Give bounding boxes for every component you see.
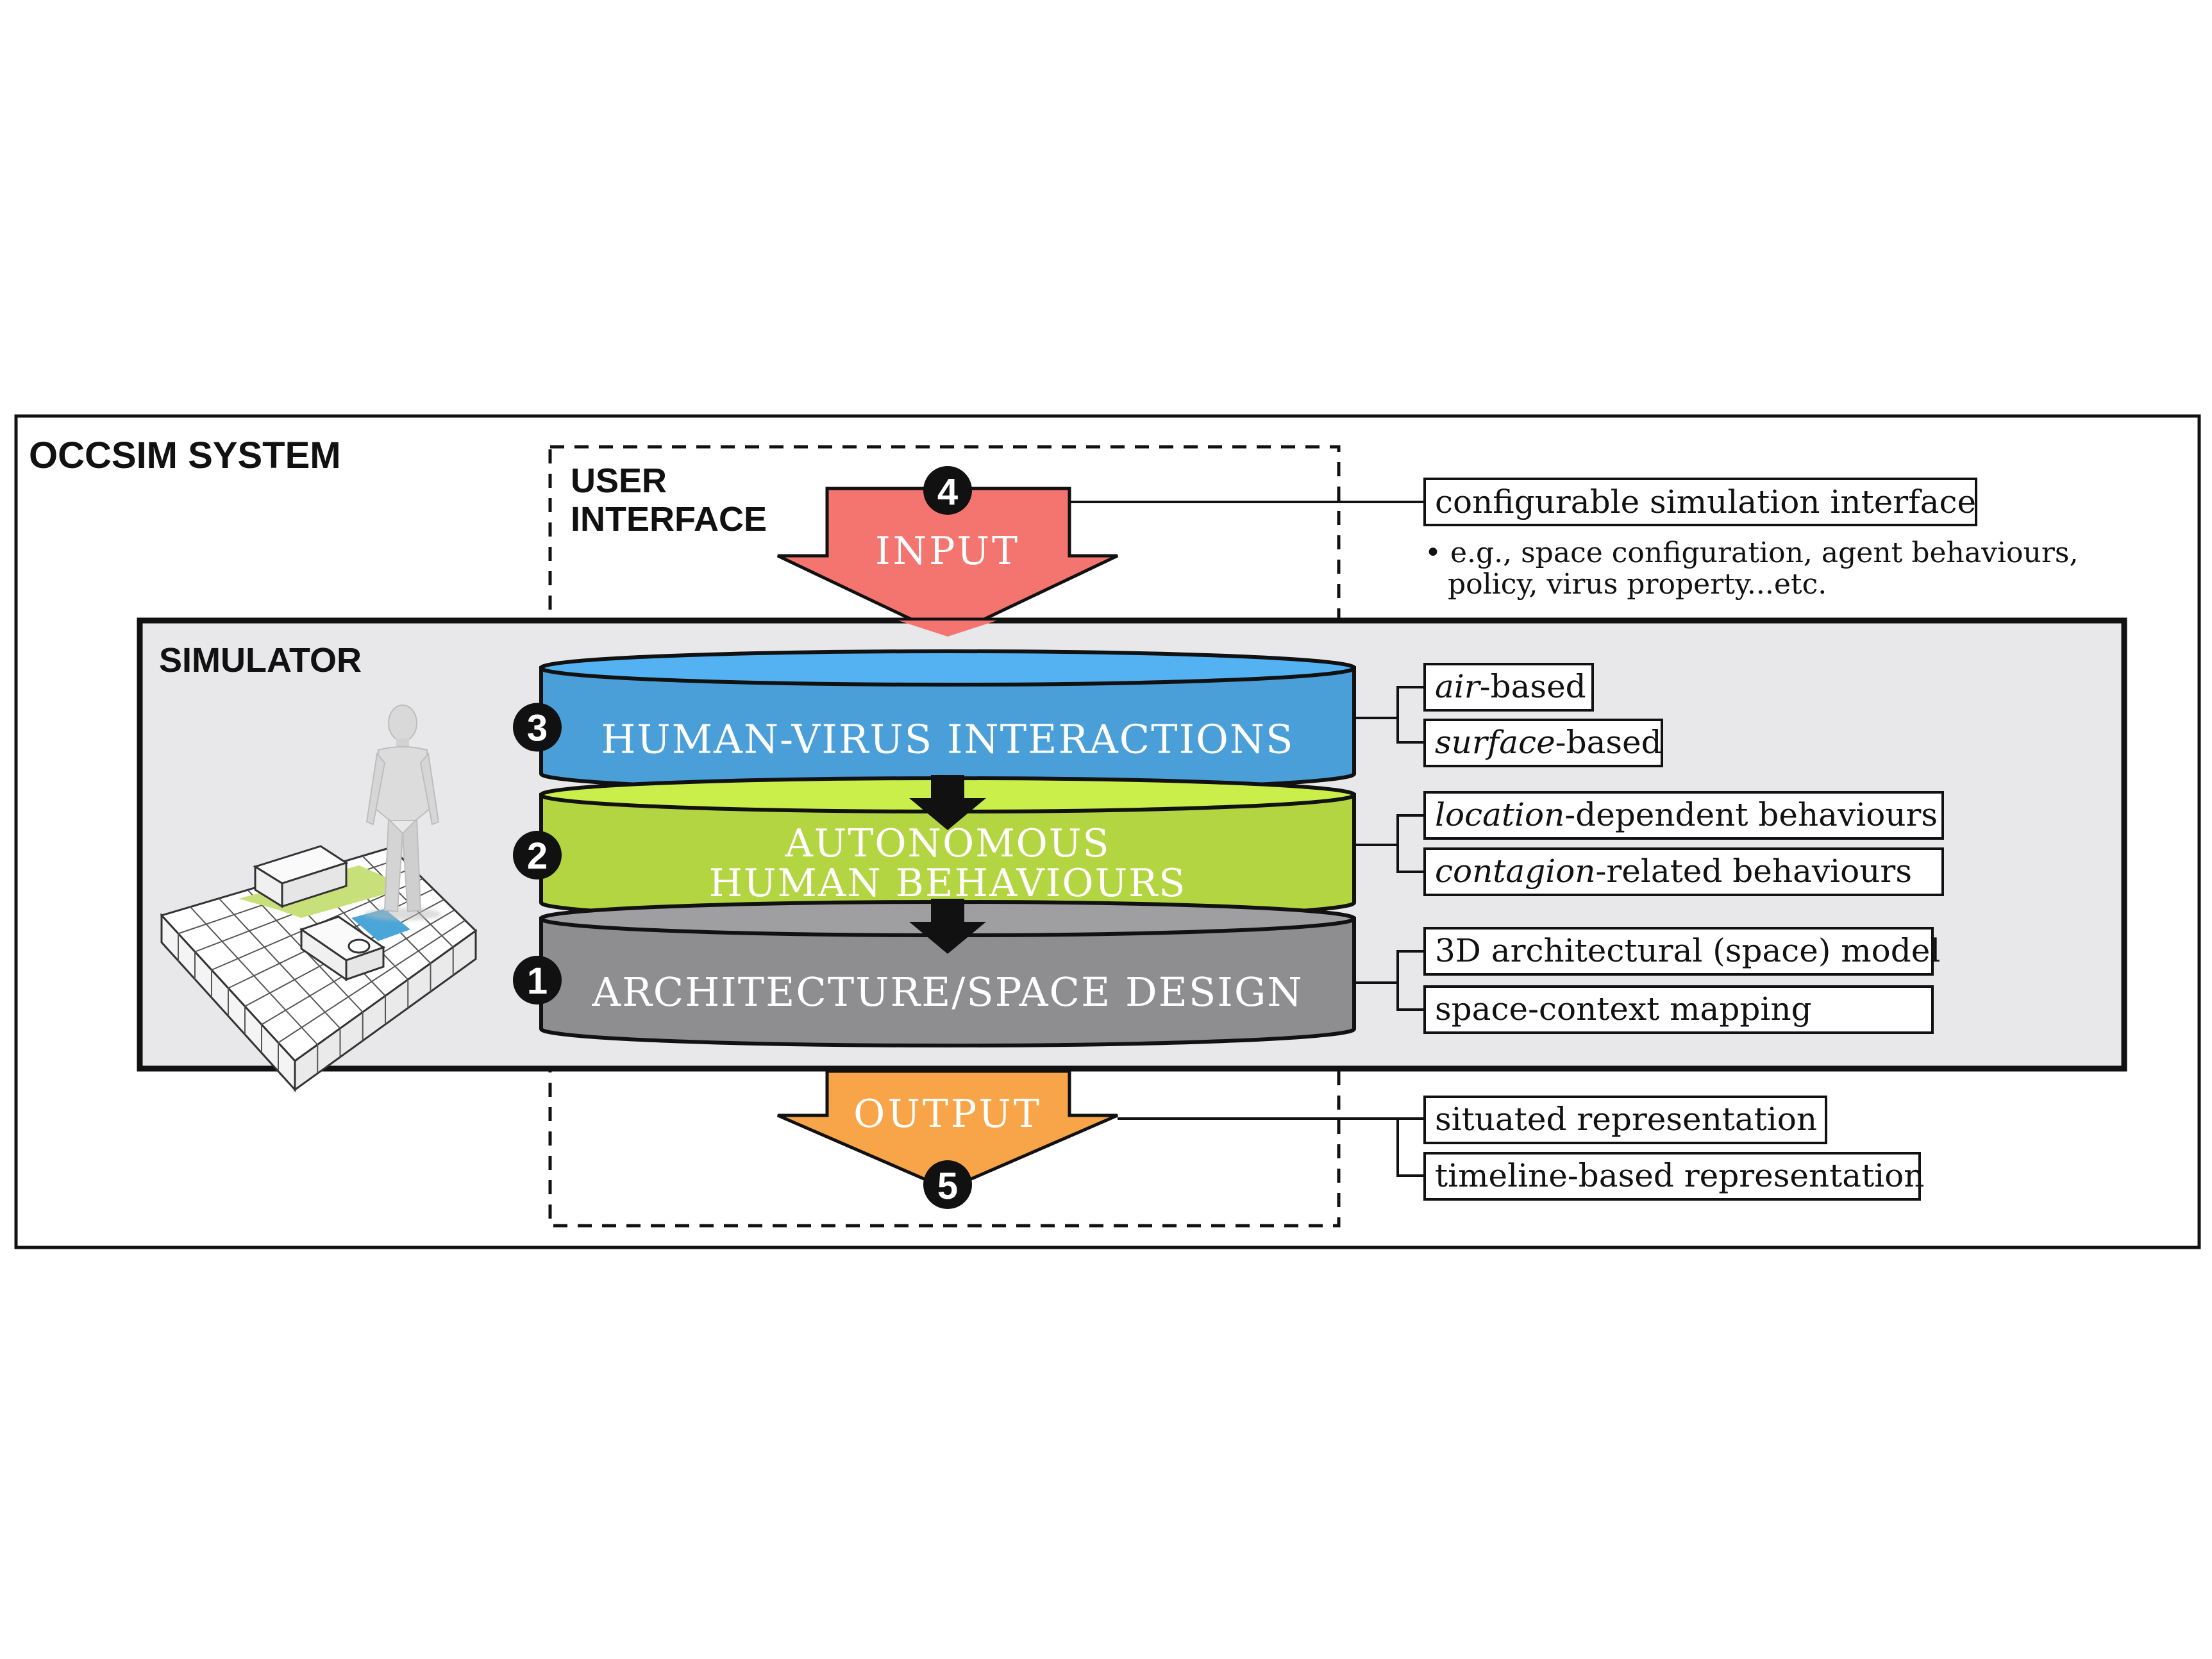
location-dependent-label: location-dependent behaviours bbox=[1423, 791, 1944, 840]
layer-1: ARCHITECTURE/SPACE DESIGN bbox=[539, 900, 1356, 1047]
svg-text:contagion-related behaviours: contagion-related behaviours bbox=[1435, 853, 1912, 890]
output-number-badge: 5 bbox=[923, 1160, 972, 1209]
svg-text:3: 3 bbox=[527, 708, 548, 749]
svg-text:5: 5 bbox=[937, 1165, 958, 1207]
human-figure bbox=[364, 704, 441, 921]
svg-text:space-context mapping: space-context mapping bbox=[1435, 990, 1812, 1028]
svg-text:1: 1 bbox=[527, 960, 548, 1002]
user-interface-label-line1: USER bbox=[571, 462, 667, 500]
label-connectors bbox=[1069, 501, 1425, 1177]
input-note-box bbox=[1423, 478, 1977, 526]
simulator-label: SIMULATOR bbox=[159, 641, 362, 679]
input-note-text: configurable simulation interface bbox=[1435, 483, 1976, 521]
layer-flow-arrow-1 bbox=[909, 775, 986, 830]
user-interface-label-line2: INTERFACE bbox=[571, 500, 767, 538]
input-note-bullet-line1: • e.g., space configuration, agent behav… bbox=[1425, 537, 2078, 569]
air-based-label: air-based bbox=[1423, 663, 1594, 712]
architecture-model-illustration bbox=[160, 704, 478, 1092]
output-label: OUTPUT bbox=[853, 1092, 1042, 1137]
input-label: INPUT bbox=[875, 529, 1020, 574]
layer-3-number-badge: 3 bbox=[513, 703, 562, 752]
layer-2-title-line2: HUMAN BEHAVIOURS bbox=[709, 861, 1187, 906]
contagion-related-label: contagion-related behaviours bbox=[1423, 847, 1944, 896]
situated-representation-label: situated representation bbox=[1423, 1096, 1827, 1144]
svg-text:4: 4 bbox=[937, 471, 958, 513]
space-context-mapping-label: space-context mapping bbox=[1423, 985, 1934, 1034]
layer-3: HUMAN-VIRUS INTERACTIONS bbox=[539, 649, 1356, 792]
layer-2-number-badge: 2 bbox=[513, 831, 562, 880]
input-arrow: INPUT bbox=[776, 487, 1119, 638]
input-note-bullet-line2: policy, virus property...etc. bbox=[1448, 568, 1827, 601]
surface-based-label: surface-based bbox=[1423, 719, 1663, 767]
system-title: OCCSIM SYSTEM bbox=[29, 435, 341, 476]
input-number-badge: 4 bbox=[923, 466, 972, 515]
timeline-representation-label: timeline-based representation bbox=[1423, 1152, 1924, 1201]
output-arrow: OUTPUT bbox=[777, 1069, 1118, 1191]
svg-text:timeline-based representation: timeline-based representation bbox=[1435, 1157, 1924, 1194]
svg-text:situated representation: situated representation bbox=[1435, 1101, 1817, 1138]
layer-3-title: HUMAN-VIRUS INTERACTIONS bbox=[601, 716, 1294, 763]
layer-stack: HUMAN-VIRUS INTERACTIONS 3AUTONOMOUSHUMAN… bbox=[513, 649, 1356, 1047]
svg-text:location-dependent behaviours: location-dependent behaviours bbox=[1435, 796, 1938, 833]
space-model-label: 3D architectural (space) model bbox=[1423, 927, 1940, 976]
layer-1-number-badge: 1 bbox=[513, 956, 562, 1005]
layer-1-title: ARCHITECTURE/SPACE DESIGN bbox=[591, 969, 1303, 1015]
layer-flow-arrow-2 bbox=[909, 899, 986, 954]
svg-text:3D architectural (space) model: 3D architectural (space) model bbox=[1435, 932, 1940, 969]
svg-text:2: 2 bbox=[527, 835, 548, 877]
svg-text:air-based: air-based bbox=[1435, 668, 1586, 705]
svg-text:surface-based: surface-based bbox=[1435, 724, 1662, 761]
